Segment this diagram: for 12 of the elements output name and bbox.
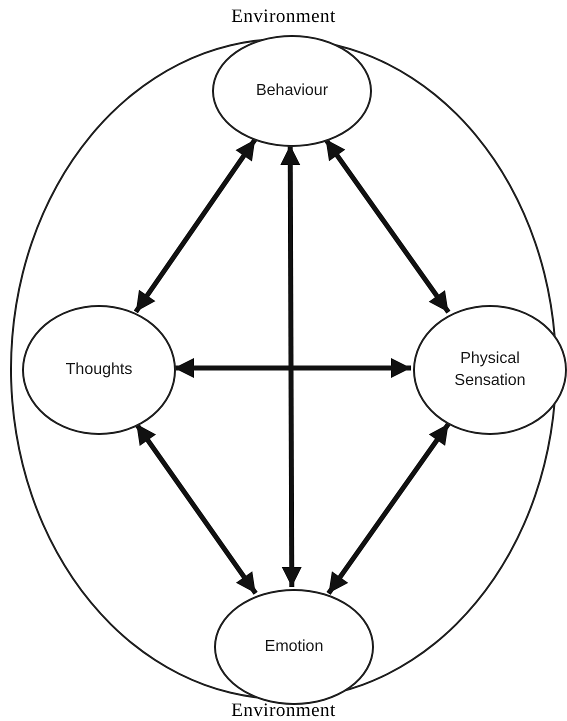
concept-label: Behaviour <box>254 81 330 101</box>
environment-label: Environment <box>231 698 336 721</box>
concept-label: Emotion <box>264 637 324 657</box>
concept-label: Physical Sensation <box>453 349 527 391</box>
double-arrow <box>326 422 451 595</box>
double-arrow <box>324 138 450 314</box>
double-arrow <box>134 422 258 595</box>
environment-label: Environment <box>231 5 336 29</box>
double-arrow <box>280 144 302 587</box>
double-arrow <box>174 358 411 378</box>
double-arrow <box>134 138 258 314</box>
concept-label: Thoughts <box>64 360 134 380</box>
